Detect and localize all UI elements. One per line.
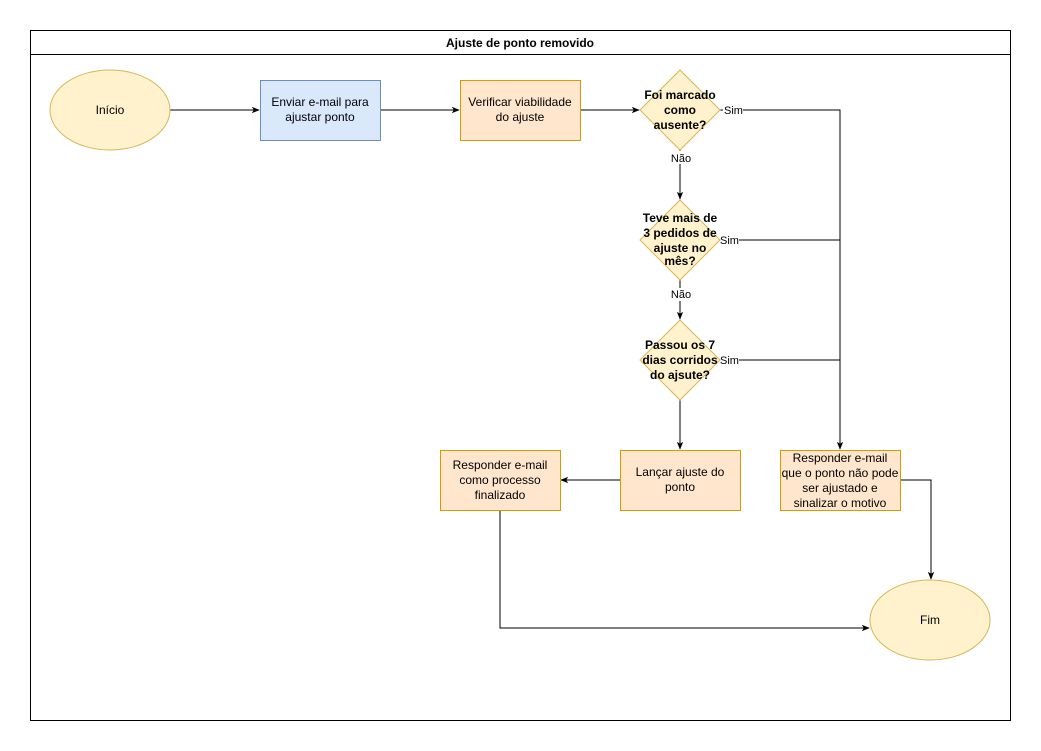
send-email-box [260,80,381,141]
verify-box [460,80,581,141]
decision-absent-diamond [639,69,721,151]
end-label: Fim [920,613,940,627]
start-terminal [49,69,171,151]
decision-days-line-3: do ajsute? [650,368,710,382]
launch-line-1: Lançar ajuste do [636,465,725,479]
launch-box [620,450,741,511]
node-start: Início [49,69,171,151]
decision-absent-line-3: ausente? [654,118,707,132]
reply-finished-line-1: Responder e-mail [453,458,548,472]
edges [170,106,935,632]
edge-absent-yes [720,109,844,450]
end-terminal [869,579,991,661]
reply-finished-line-2: como processo [459,473,541,487]
reply-finished-box [440,450,561,511]
label-requests-no: Não [671,289,691,301]
edge-labels: Sim Não Sim Não Sim [670,103,743,367]
node-decision-days: Passou os 7 dias corridos do ajsute? [639,319,721,401]
reply-rejected-box [780,450,901,511]
reply-rejected-line-3: ser ajustado e [802,481,878,495]
reply-rejected-line-2: que o ponto não pode [782,466,899,480]
decision-requests-line-3: ajuste no [654,241,707,255]
reply-rejected-line-4: sinalizar o motivo [794,496,887,510]
decision-absent-line-2: como [664,103,696,117]
pool-frame [30,30,1011,721]
edge-rejected-to-end [900,479,935,580]
node-end: Fim [869,579,991,661]
decision-absent-line-1: Foi marcado [644,88,715,102]
launch-line-2: ponto [665,480,695,494]
verify-line-2: do ajuste [496,110,545,124]
reply-finished-line-3: finalizado [475,488,526,502]
decision-requests-line-4: mês? [664,254,695,268]
node-send-email: Enviar e-mail para ajustar ponto [260,80,381,141]
decision-requests-diamond [639,199,721,281]
decision-requests-line-1: Teve mais de [643,211,718,225]
reply-rejected-line-1: Responder e-mail [793,451,888,465]
label-requests-yes: Sim [720,235,739,247]
label-absent-yes: Sim [724,105,743,117]
diagram-title: Ajuste de ponto removido [446,36,594,50]
node-decision-requests: Teve mais de 3 pedidos de ajuste no mês? [639,199,721,281]
node-reply-rejected: Responder e-mail que o ponto não pode se… [780,450,901,511]
start-label: Início [96,103,125,117]
send-email-line-2: ajustar ponto [285,110,355,124]
decision-days-line-2: dias corridos [642,353,718,367]
verify-line-1: Verificar viabilidade [468,95,572,109]
send-email-line-1: Enviar e-mail para [271,95,369,109]
node-reply-finished: Responder e-mail como processo finalizad… [440,450,561,511]
label-absent-no: Não [671,153,691,165]
decision-days-line-1: Passou os 7 [645,338,715,352]
decision-days-diamond [639,319,721,401]
node-verify: Verificar viabilidade do ajuste [460,80,581,141]
node-launch: Lançar ajuste do ponto [620,450,741,511]
label-days-yes: Sim [720,355,739,367]
edge-reply-to-end [499,510,870,632]
decision-requests-line-2: 3 pedidos de [643,226,717,240]
node-decision-absent: Foi marcado como ausente? [639,69,721,151]
